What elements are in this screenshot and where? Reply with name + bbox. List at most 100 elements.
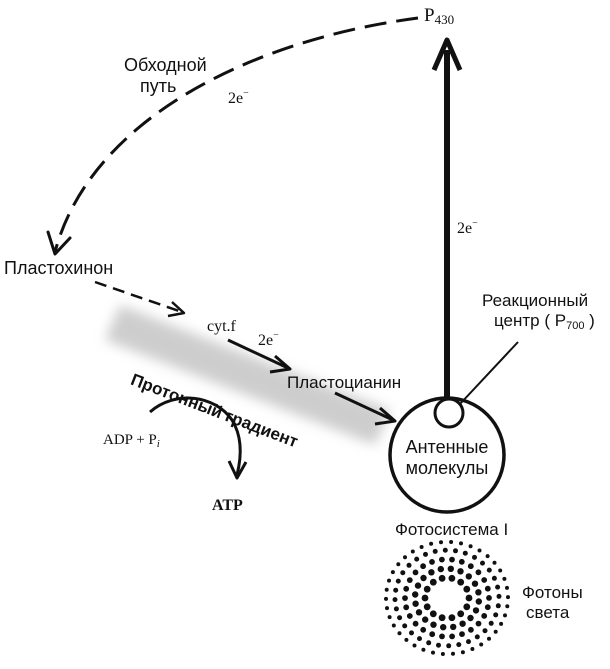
photon-dot [487, 636, 491, 641]
p430-label: P430 [424, 5, 454, 28]
photon-dot [395, 578, 401, 584]
atp-curve-arrowhead [227, 460, 248, 480]
photon-dot [400, 570, 406, 576]
plastocyanin-arrowhead [374, 406, 397, 426]
photon-dot [467, 563, 474, 570]
photon-dot [474, 634, 480, 640]
adp-label: ADP + Pi [103, 432, 160, 451]
atp-curve-arrow [149, 396, 242, 476]
reaction-center-line2-main: центр ( P [494, 310, 567, 330]
photon-dot [491, 575, 497, 581]
cytf-arrow [227, 338, 289, 370]
photon-dot [437, 565, 444, 573]
bypass-label-line1: Обходной [124, 55, 207, 75]
photon-dot [393, 606, 399, 612]
photon-dot [502, 576, 507, 581]
photon-dot [430, 621, 437, 628]
photon-dot [412, 569, 419, 576]
photon-dot [429, 559, 435, 565]
photon-dot [385, 606, 389, 611]
photon-dot [477, 548, 482, 553]
photon-dot [439, 633, 445, 640]
p430-main: P [424, 5, 435, 26]
photon-dot [460, 650, 465, 655]
photon-dot [506, 595, 510, 600]
photon-dot [412, 591, 419, 598]
photon-dot [505, 585, 509, 590]
photon-dot [484, 585, 491, 592]
electron-label-mid: 2e− [258, 330, 279, 350]
plastocyanin-arrow [334, 391, 394, 422]
photon-dot [419, 545, 424, 549]
photon-dot [446, 643, 452, 649]
photon-dot [396, 562, 401, 567]
photon-dot [436, 642, 441, 648]
photon-dot [397, 631, 402, 636]
plastoquinone-label: Пластохинон [4, 258, 114, 278]
photon-dot [453, 548, 458, 554]
photon-dot [503, 613, 507, 618]
photon-dot [442, 547, 448, 553]
photon-dot [387, 578, 391, 583]
photon-dot [451, 651, 455, 656]
photon-dot [392, 597, 398, 603]
bypass-label: Обходной путь [124, 55, 207, 96]
proton-gradient-band [105, 305, 390, 445]
bypass-arc [53, 16, 419, 253]
photon-dot [414, 582, 422, 589]
photon-dot [493, 629, 498, 634]
photon-dot [492, 560, 497, 565]
photon-dot [423, 551, 428, 557]
photons-line2: света [526, 602, 570, 622]
reaction-center-label: Реакционный центр ( P700 ) [482, 291, 595, 332]
photon-dot [397, 615, 403, 621]
photon-dot [384, 587, 389, 592]
electron-vertical-sup: − [472, 218, 478, 229]
photon-dot [429, 578, 437, 586]
photon-dot [458, 558, 465, 565]
photon-dot [412, 600, 419, 607]
photon-dot [498, 568, 503, 573]
antenna-line2: молекулы [405, 457, 489, 478]
photon-dot [432, 548, 438, 554]
photon-dot [466, 639, 471, 645]
photon-dot [420, 574, 427, 582]
photon-dot [470, 647, 475, 651]
p430-sub: 430 [434, 12, 455, 27]
photon-dot [467, 614, 474, 622]
plastoquinone-arrow [94, 280, 183, 314]
electron-mid-sup: − [273, 330, 279, 341]
photon-dot [486, 567, 492, 573]
photon-dot [387, 615, 392, 620]
photon-dot [403, 604, 410, 611]
photon-dot [440, 624, 447, 631]
photon-dot [423, 585, 431, 593]
electron-top-sup: − [243, 88, 249, 99]
photon-dot [406, 562, 412, 568]
photon-dot [475, 589, 482, 596]
photon-dot [429, 541, 434, 546]
photon-dot [468, 544, 473, 549]
photosystem-label: Фотосистема I [395, 520, 509, 539]
photon-dot [420, 626, 427, 633]
photon-dot [463, 603, 471, 611]
photon-dot [484, 604, 491, 611]
photon-dot [480, 560, 485, 566]
cytf-label: cyt.f [207, 318, 236, 335]
photon-dot [465, 573, 472, 580]
photon-dot [403, 555, 407, 560]
electron-mid-main: 2e [258, 332, 274, 349]
photon-dot [412, 620, 419, 627]
photon-dot [463, 585, 471, 593]
photon-dot [457, 568, 464, 575]
photon-dot [410, 549, 415, 554]
photon-dot [406, 613, 413, 619]
adp-main: ADP + P [103, 432, 157, 448]
photon-dot [402, 623, 408, 629]
electron-top-main: 2e [228, 90, 244, 107]
photon-dot [471, 580, 479, 587]
photon-dot [448, 614, 456, 622]
photon-dot [414, 556, 420, 562]
